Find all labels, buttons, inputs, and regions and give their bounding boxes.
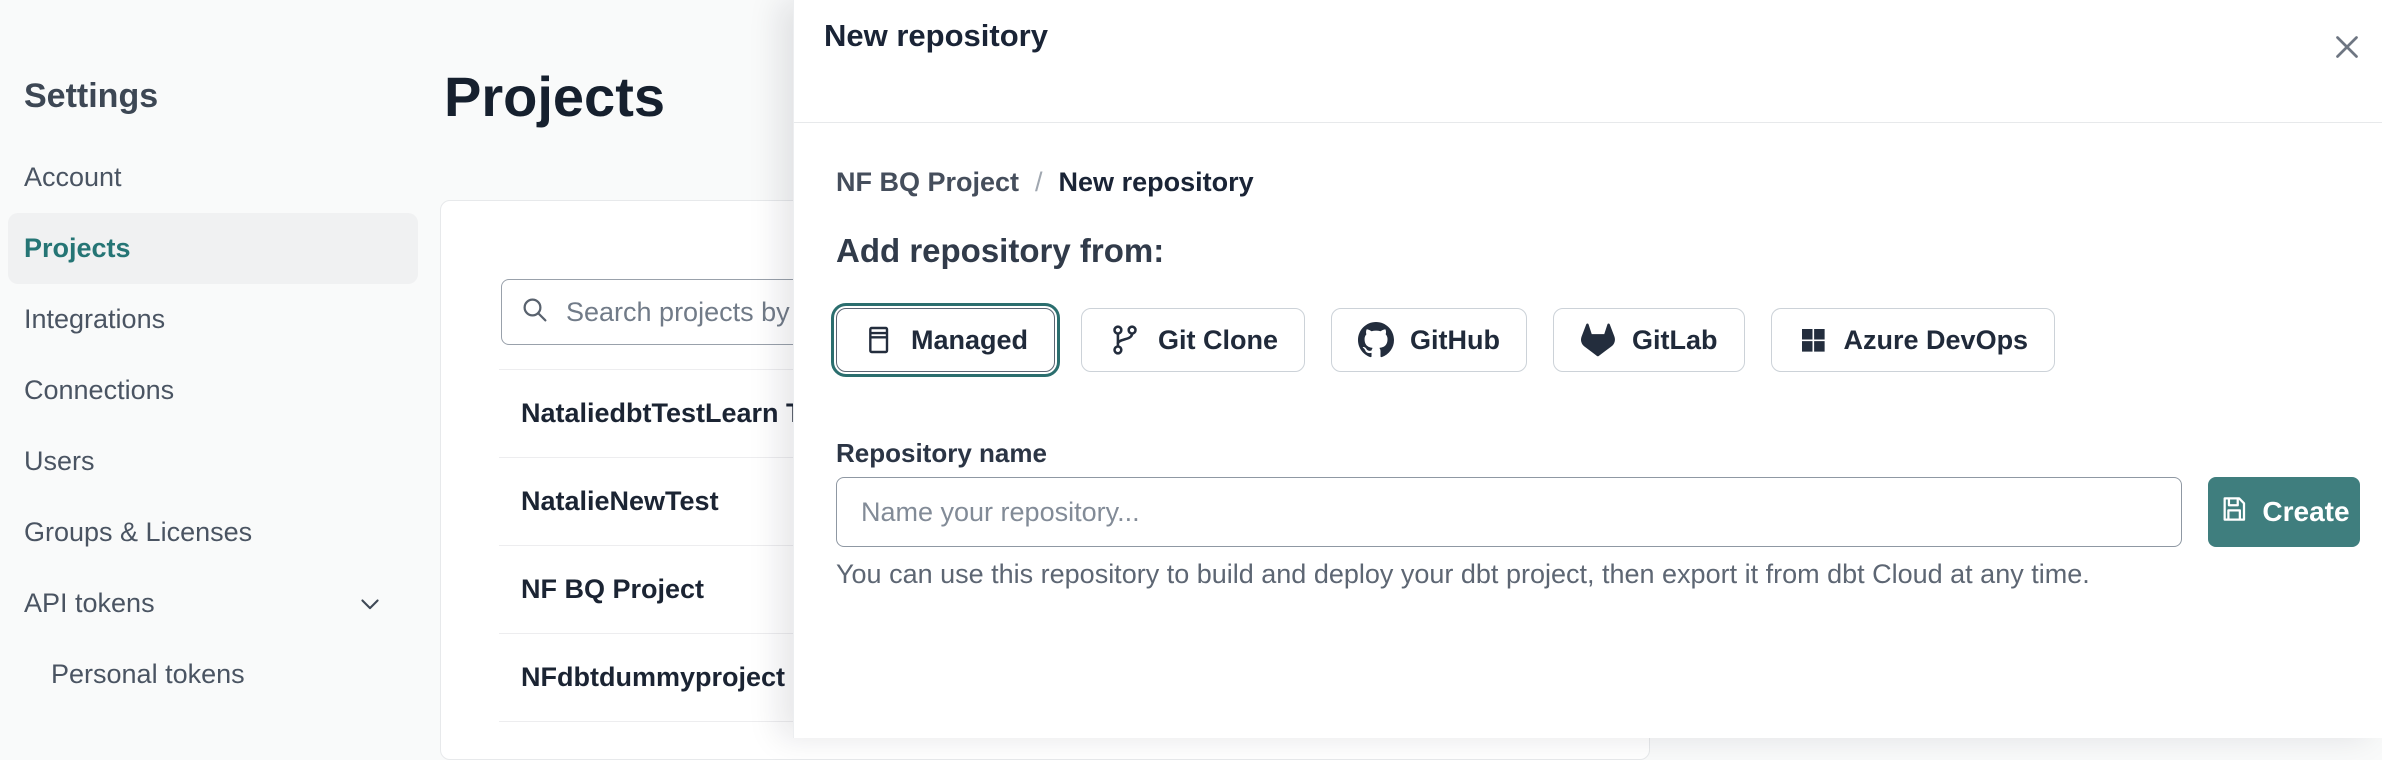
source-button-github[interactable]: GitHub xyxy=(1331,308,1528,372)
source-button-label: GitHub xyxy=(1410,324,1501,355)
sidebar-item-label: Users xyxy=(24,446,95,476)
sidebar-item-label: Account xyxy=(24,162,122,192)
repository-name-row: Create xyxy=(836,477,2360,547)
source-button-label: GitLab xyxy=(1632,324,1718,355)
project-name: NataliedbtTestLearn T xyxy=(521,398,803,428)
create-button-label: Create xyxy=(2262,496,2350,527)
managed-icon xyxy=(863,323,895,357)
sidebar-item-label: Groups & Licenses xyxy=(24,517,253,547)
search-icon xyxy=(520,295,550,330)
gitlab-icon xyxy=(1580,323,1616,357)
repository-source-options: Managed Git Clone GitHub GitLab Azure DevOps xyxy=(830,303,2360,377)
breadcrumb-current: New repository xyxy=(1058,167,1254,197)
source-button-label: Git Clone xyxy=(1158,324,1279,355)
source-button-gitlab[interactable]: GitLab xyxy=(1553,308,1745,372)
page-title: Projects xyxy=(444,65,665,128)
add-repository-heading: Add repository from: xyxy=(836,232,1165,269)
panel-header: New repository xyxy=(794,0,2382,123)
sidebar-item-label: Projects xyxy=(24,233,131,263)
sidebar-item-label: Personal tokens xyxy=(51,659,245,689)
sidebar-item-users[interactable]: Users xyxy=(0,426,440,497)
source-button-label: Azure DevOps xyxy=(1843,324,2029,355)
project-name: NatalieNewTest xyxy=(521,486,719,516)
source-button-azure-devops[interactable]: Azure DevOps xyxy=(1770,308,2056,372)
repository-helper-text: You can use this repository to build and… xyxy=(836,559,2090,589)
azure-devops-icon xyxy=(1798,325,1828,355)
sidebar-item-projects[interactable]: Projects xyxy=(8,213,418,284)
sidebar-item-account[interactable]: Account xyxy=(0,142,440,213)
sidebar-item-integrations[interactable]: Integrations xyxy=(0,284,440,355)
sidebar-item-personal-tokens[interactable]: Personal tokens xyxy=(0,639,440,710)
sidebar-item-api-tokens[interactable]: API tokens xyxy=(0,568,440,639)
new-repository-panel: New repository NF BQ Project / New repos… xyxy=(793,0,2382,738)
panel-body: NF BQ Project / New repository Add repos… xyxy=(794,123,2382,590)
chevron-down-icon xyxy=(356,590,384,618)
sidebar-item-label: Connections xyxy=(24,375,175,405)
sidebar-item-groups-licenses[interactable]: Groups & Licenses xyxy=(0,497,440,568)
sidebar-title: Settings xyxy=(24,77,159,115)
close-icon[interactable] xyxy=(2324,24,2370,70)
project-name: NFdbtdummyproject xyxy=(521,662,786,692)
breadcrumb-separator: / xyxy=(1035,167,1043,197)
github-icon xyxy=(1358,322,1395,358)
breadcrumb: NF BQ Project / New repository xyxy=(836,167,2360,198)
source-button-label: Managed xyxy=(911,324,1029,355)
breadcrumb-project-link[interactable]: NF BQ Project xyxy=(836,167,1020,197)
git-clone-icon xyxy=(1108,322,1142,358)
sidebar-item-label: API tokens xyxy=(24,588,155,618)
panel-title: New repository xyxy=(824,18,1048,53)
create-button[interactable]: Create xyxy=(2208,477,2360,547)
source-button-git-clone[interactable]: Git Clone xyxy=(1081,308,1306,372)
repository-name-input[interactable] xyxy=(836,477,2182,547)
repository-name-label: Repository name xyxy=(836,438,1047,468)
sidebar-item-connections[interactable]: Connections xyxy=(0,355,440,426)
sidebar-item-label: Integrations xyxy=(24,304,166,334)
project-name: NF BQ Project xyxy=(521,574,705,604)
source-button-managed[interactable]: Managed xyxy=(830,303,1061,377)
save-icon xyxy=(2218,493,2250,532)
